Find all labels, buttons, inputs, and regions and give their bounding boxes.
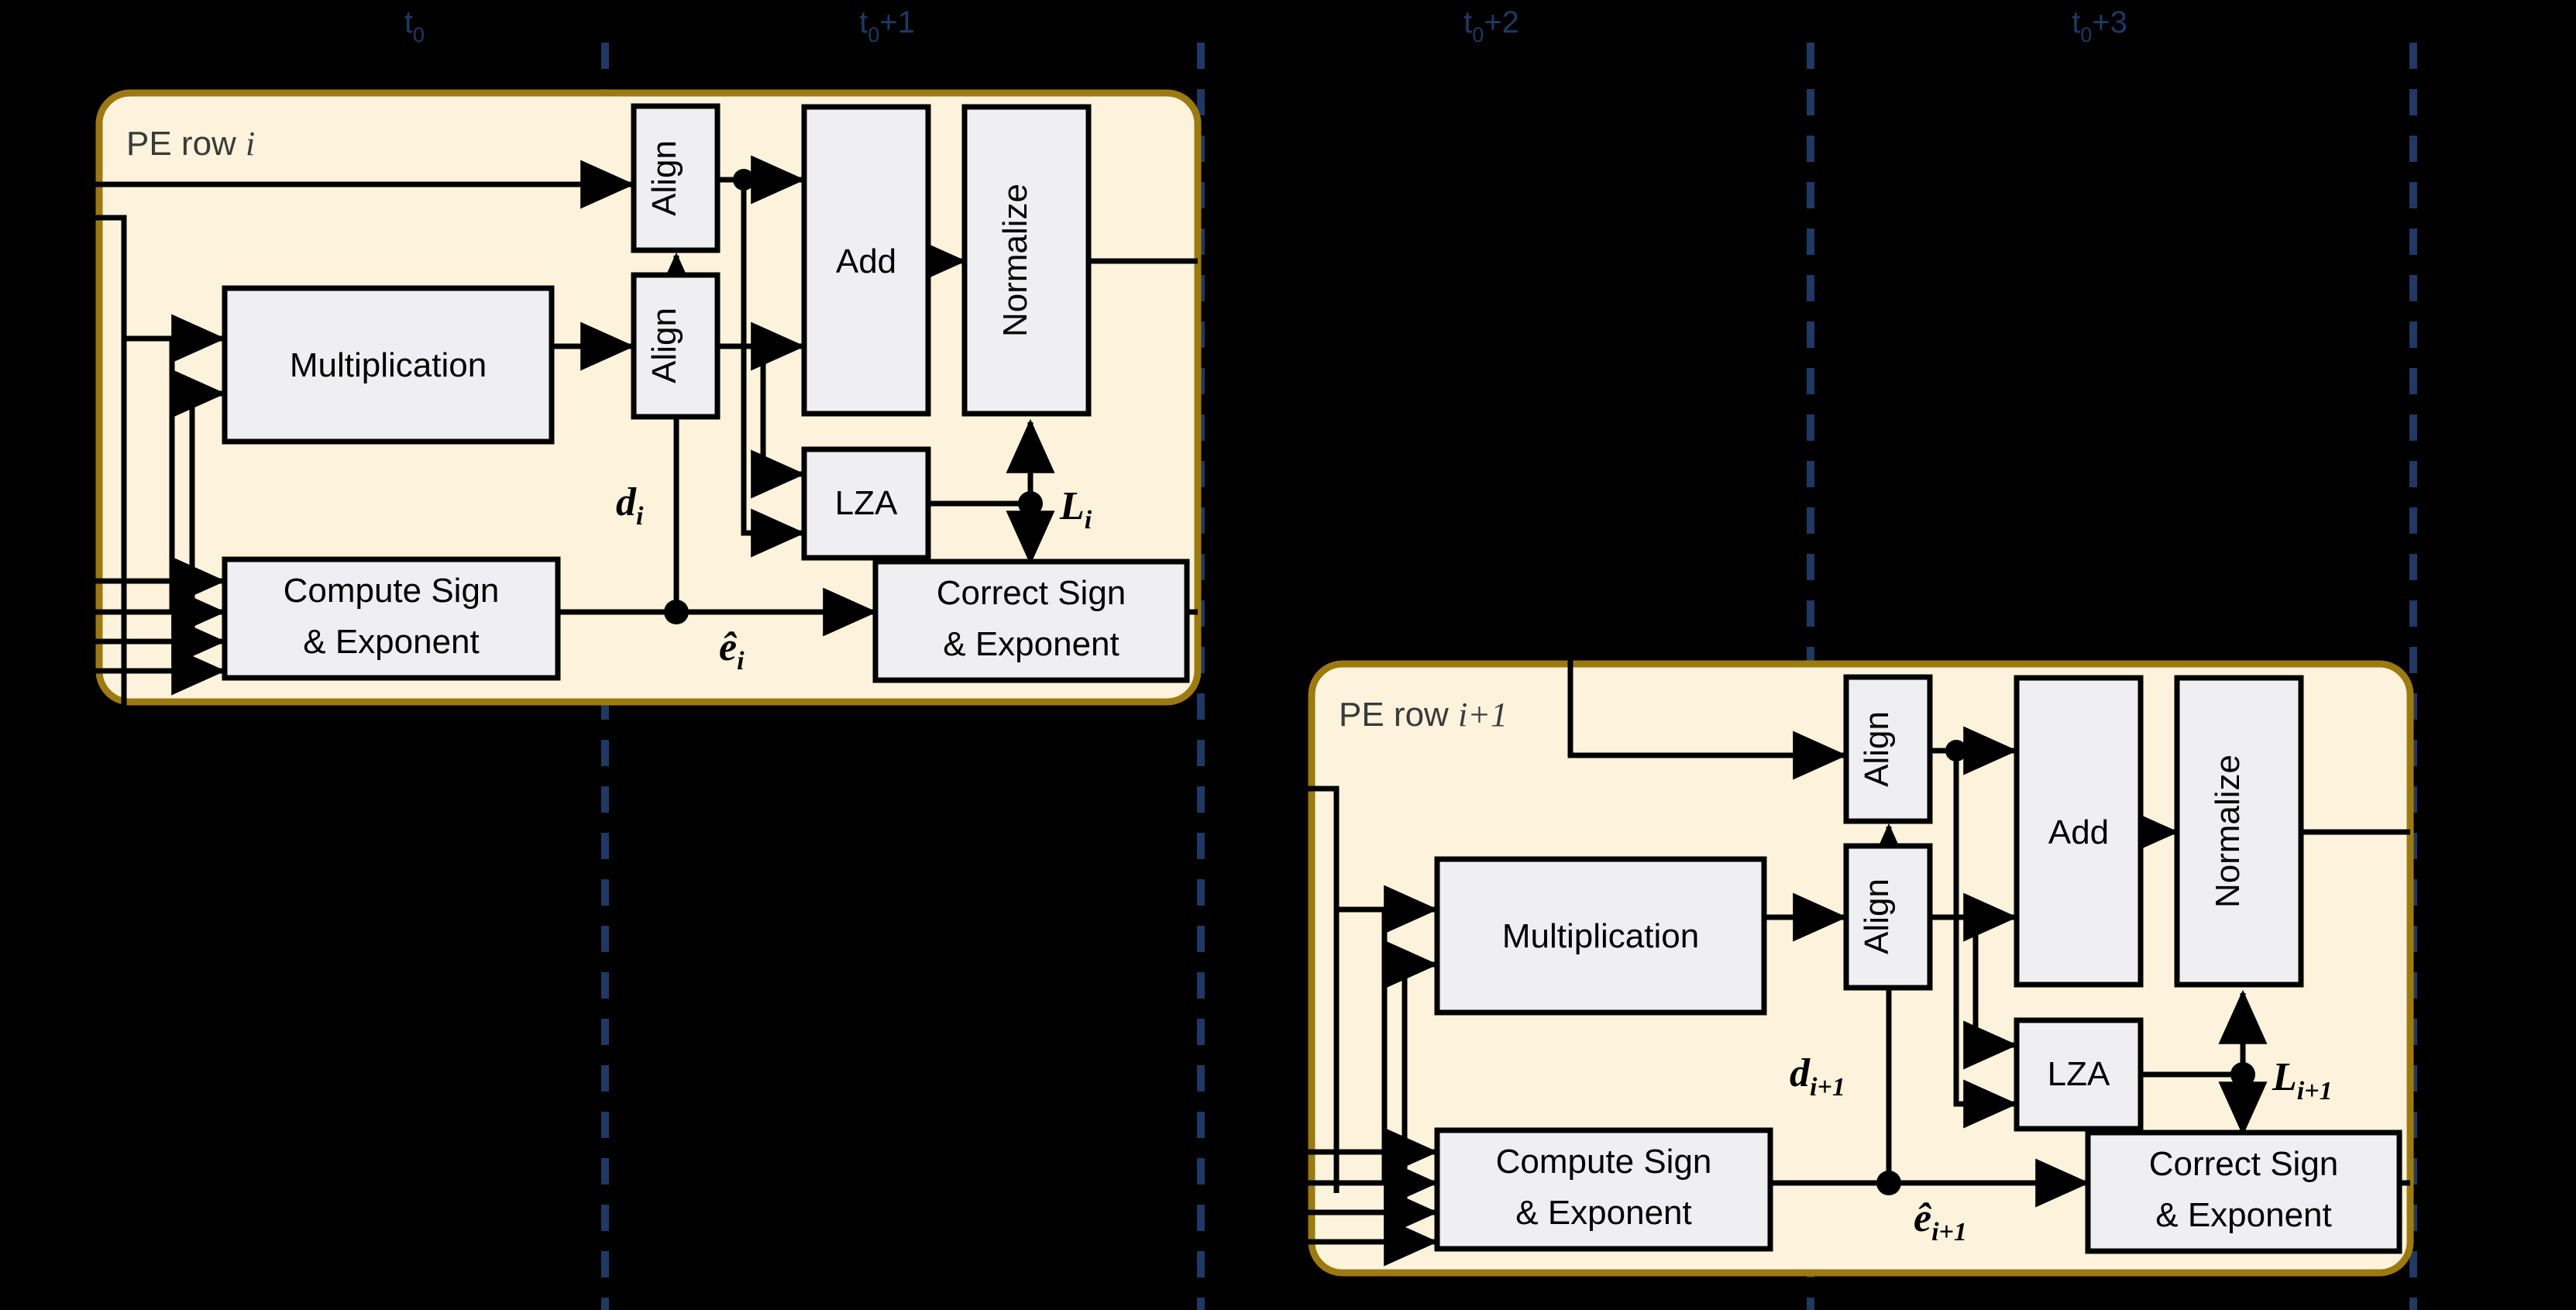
block-normalize-row-i [961,104,1092,417]
label-align-bottom-row-i: Align [645,308,683,383]
label-correct-sign-l1-row-i: Correct Sign [937,574,1126,612]
label-multiplication-row-i1: Multiplication [1502,917,1699,955]
pe-row-i1-title: PE row i+1 [1339,696,1508,734]
signal-e-row-i1: êi+1 [1914,1196,1967,1246]
signal-L-row-i1: Li+1 [2272,1055,2333,1105]
label-normalize-row-i: Normalize [996,184,1034,337]
pe-row-i1-wires [1260,655,2410,1267]
signal-L-row-i: Li [1059,484,1092,535]
block-compute-sign-row-i [222,556,561,681]
label-compute-sign-l2-row-i1: & Exponent [1515,1194,1692,1232]
label-normalize-row-i1: Normalize [2209,755,2247,908]
block-align-bottom-row-i1 [1843,843,1933,991]
label-compute-sign-l1-row-i: Compute Sign [284,572,500,610]
label-align-top-row-i1: Align [1858,711,1896,787]
timeline-label-t0: t0 [404,5,425,46]
label-compute-sign-l1-row-i1: Compute Sign [1496,1143,1712,1181]
block-lza-row-i1 [2014,1017,2144,1132]
block-align-top-row-i1 [1843,674,1933,824]
block-correct-sign-row-i [872,559,1190,683]
label-add-row-i: Add [836,242,896,280]
block-correct-sign-row-i1 [2085,1129,2402,1254]
block-add-row-i1 [2014,675,2144,988]
block-multiplication-row-i1 [1434,856,1767,1016]
signal-d-row-i: di [616,480,644,531]
label-correct-sign-l2-row-i1: & Exponent [2155,1196,2332,1234]
timeline-label-t0-plus-3: t0+3 [2072,5,2127,46]
signal-d-row-i1: di+1 [1790,1051,1845,1102]
label-add-row-i1: Add [2048,813,2109,851]
label-correct-sign-l2-row-i: & Exponent [943,625,1119,663]
signal-e-row-i: êi [719,625,745,676]
block-add-row-i [801,104,931,417]
block-align-top-row-i [631,103,721,253]
block-align-bottom-row-i [631,272,721,420]
label-multiplication-row-i: Multiplication [290,346,487,384]
label-lza-row-i1: LZA [2048,1055,2110,1093]
block-multiplication-row-i [222,285,555,445]
label-correct-sign-l1-row-i1: Correct Sign [2149,1145,2339,1183]
pe-row-i1-blocks [1434,674,2402,1254]
pe-row-i-blocks [222,103,1190,683]
label-align-bottom-row-i1: Align [1858,878,1896,954]
label-compute-sign-l2-row-i: & Exponent [303,623,480,661]
block-normalize-row-i1 [2174,675,2304,988]
label-lza-row-i: LZA [835,484,898,522]
pe-row-i-title: PE row i [126,125,255,163]
timeline-label-t0-plus-2: t0+2 [1463,5,1519,46]
block-lza-row-i [801,446,931,561]
pe-row-i-wires [48,155,1198,775]
block-compute-sign-row-i1 [1434,1127,1773,1252]
label-align-top-row-i: Align [645,140,683,216]
timeline-label-t0-plus-1: t0+1 [859,5,915,46]
